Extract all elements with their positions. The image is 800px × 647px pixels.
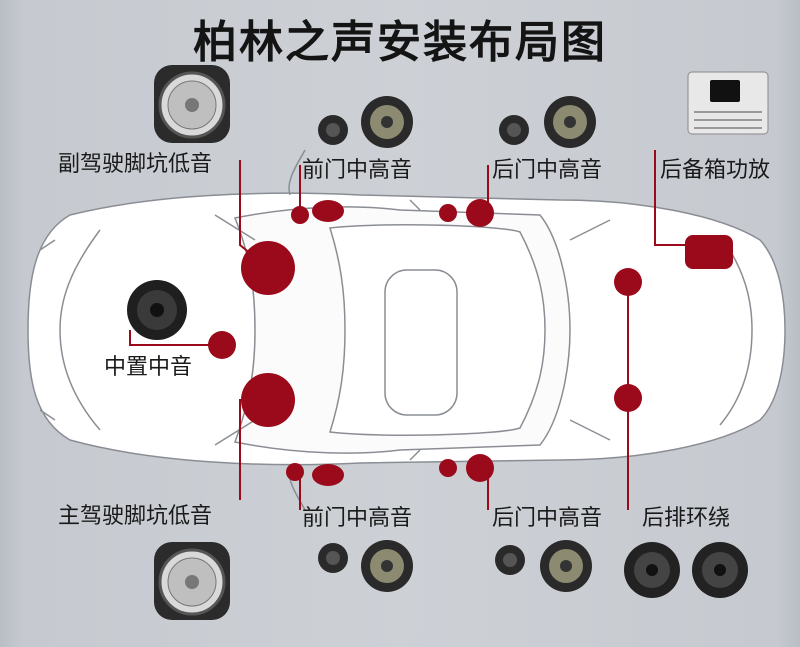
front-door-speakers-top-image — [318, 96, 413, 148]
marker-rear-door-woofer-top — [466, 199, 494, 227]
marker-front-door-woofer-top — [312, 200, 344, 222]
marker-rear-surround-bottom — [614, 384, 642, 412]
front-door-speakers-bottom-image — [318, 540, 413, 592]
marker-front-door-tweeter-bottom — [286, 463, 304, 481]
marker-front-door-tweeter-top — [291, 206, 309, 224]
speaker-markers — [208, 199, 733, 486]
marker-rear-door-tweeter-top — [439, 204, 457, 222]
diagram-title: 柏林之声安装布局图 — [193, 17, 607, 68]
label-rear-surround: 后排环绕 — [642, 506, 731, 531]
label-center-mid: 中置中音 — [104, 355, 193, 380]
marker-trunk-amp — [685, 235, 733, 269]
center-mid-speaker-image — [127, 280, 187, 340]
marker-rear-door-woofer-bottom — [466, 454, 494, 482]
marker-copilot-bass — [241, 241, 295, 295]
label-copilot-footwell-bass: 副驾驶脚坑低音 — [58, 152, 213, 177]
label-trunk-amplifier: 后备箱功放 — [660, 158, 771, 183]
car-outline — [27, 149, 786, 511]
label-front-door-mid-high-top: 前门中高音 — [302, 158, 413, 183]
marker-rear-door-tweeter-bottom — [439, 459, 457, 477]
marker-rear-surround-top — [614, 268, 642, 296]
rear-door-speakers-top-image — [499, 96, 596, 148]
label-rear-door-mid-high-bottom: 后门中高音 — [492, 506, 603, 531]
label-driver-footwell-bass: 主驾驶脚坑低音 — [58, 504, 213, 529]
label-front-door-mid-high-bottom: 前门中高音 — [302, 506, 413, 531]
label-rear-door-mid-high-top: 后门中高音 — [492, 158, 603, 183]
marker-driver-bass — [241, 373, 295, 427]
rear-surround-speakers-image — [624, 542, 748, 598]
trunk-amplifier-image — [687, 71, 769, 135]
rear-door-speakers-bottom-image — [495, 540, 592, 592]
marker-front-door-woofer-bottom — [312, 464, 344, 486]
driver-bass-speaker-image — [154, 542, 230, 620]
leader-trunk-amp — [654, 150, 690, 246]
copilot-bass-speaker-image — [154, 65, 230, 143]
leader-center-mid — [129, 330, 222, 346]
marker-center-mid — [208, 331, 236, 359]
